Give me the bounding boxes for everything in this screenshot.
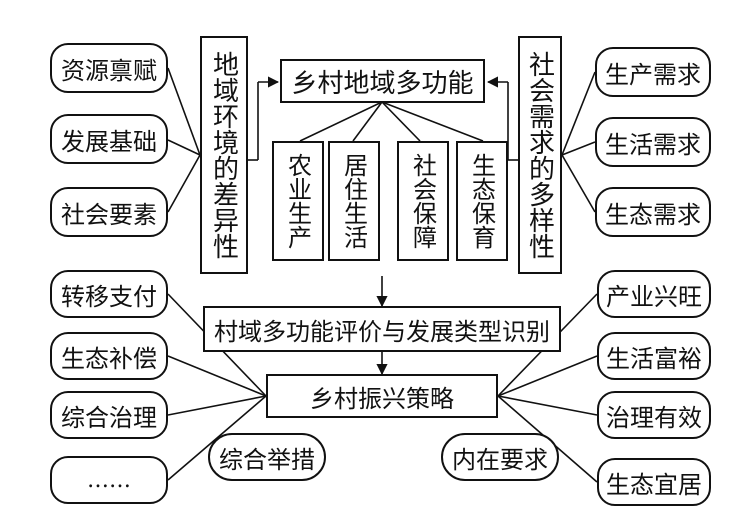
right-item-effective-governance: 治理有效 (597, 391, 711, 439)
function-living: 居住生活 (328, 141, 380, 261)
left-item-foundation: 发展基础 (50, 114, 168, 164)
left-item-resource: 资源禀赋 (50, 43, 168, 93)
left-item-eco-compensation: 生态补偿 (50, 332, 168, 380)
rural-multifunction-title: 乡村地域多功能 (280, 59, 485, 103)
left-item-ellipsis: …… (50, 456, 168, 504)
right-item-living-demand: 生活需求 (595, 117, 711, 167)
intrinsic-requirements-label: 内在要求 (441, 433, 559, 481)
right-item-ecology-demand: 生态需求 (595, 187, 711, 237)
right-item-industry-prosperity: 产业兴旺 (597, 270, 711, 318)
function-ecology: 生态保育 (456, 141, 508, 261)
regional-difference-box: 地域环境的差异性 (200, 36, 248, 274)
comprehensive-measures-label: 综合举措 (208, 433, 326, 481)
left-item-social-factors: 社会要素 (50, 187, 168, 237)
right-item-affluent-living: 生活富裕 (597, 332, 711, 380)
strategy-box: 乡村振兴策略 (266, 374, 498, 418)
social-demand-box: 社会需求的多样性 (518, 36, 562, 274)
left-item-governance: 综合治理 (50, 391, 168, 439)
function-agriculture: 农业生产 (272, 141, 324, 261)
left-item-transfer-payment: 转移支付 (50, 270, 168, 318)
right-item-ecological-livability: 生态宜居 (597, 458, 711, 506)
right-item-production-demand: 生产需求 (595, 47, 711, 97)
evaluation-box: 村域多功能评价与发展类型识别 (203, 306, 561, 352)
function-social-security: 社会保障 (397, 141, 449, 261)
